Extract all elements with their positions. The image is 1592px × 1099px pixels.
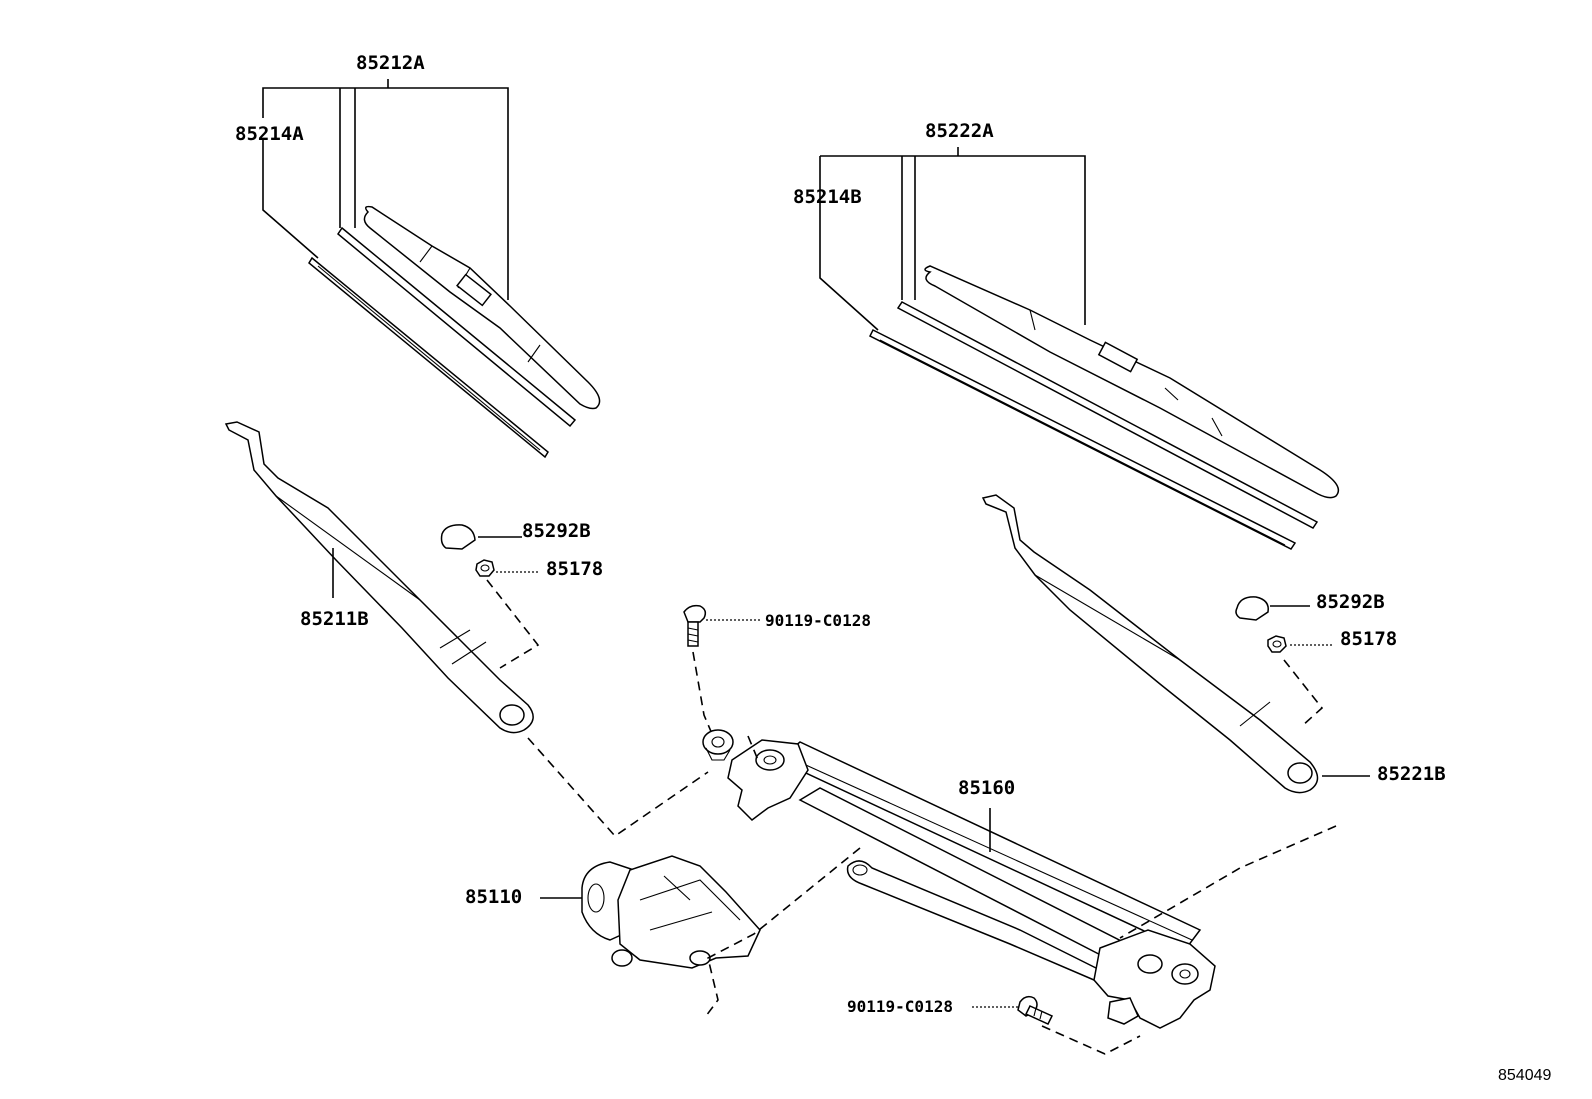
label-blade-insert-left: 85214A bbox=[235, 123, 304, 145]
blade-insert-left-leader bbox=[262, 140, 319, 259]
linkage bbox=[702, 729, 1216, 1029]
blade-left-adapter bbox=[456, 273, 492, 307]
diagram-id: 854049 bbox=[1498, 1067, 1551, 1084]
left-cap-nut-group bbox=[440, 524, 540, 669]
motor bbox=[581, 855, 761, 969]
assembly-dashed-lines bbox=[527, 735, 1337, 1055]
label-blade-insert-right: 85214B bbox=[793, 186, 862, 208]
label-arm-left: 85211B bbox=[300, 608, 369, 630]
blade-assy-left bbox=[363, 205, 601, 410]
blade-strip-right bbox=[896, 301, 1319, 529]
left-blade-group bbox=[262, 79, 601, 459]
motor-gearbox bbox=[617, 855, 761, 969]
arm-left bbox=[224, 421, 534, 734]
label-nut-right: 85178 bbox=[1340, 628, 1397, 650]
label-bolt-top: 90119-C0128 bbox=[765, 611, 871, 630]
label-cap-right: 85292B bbox=[1316, 591, 1385, 613]
blade-insert-right bbox=[868, 328, 1297, 550]
label-motor: 85110 bbox=[465, 886, 522, 908]
label-arm-right: 85221B bbox=[1377, 763, 1446, 785]
bolt-bottom bbox=[1017, 995, 1054, 1025]
blade-assy-right bbox=[924, 265, 1340, 499]
left-arm-group bbox=[224, 421, 534, 734]
right-arm-group bbox=[981, 494, 1370, 794]
blade-assy-right-leader bbox=[820, 155, 1086, 325]
cap-left bbox=[440, 524, 476, 550]
linkage-left-pivot bbox=[727, 739, 809, 821]
label-nut-left: 85178 bbox=[546, 558, 603, 580]
label-linkage: 85160 bbox=[958, 777, 1015, 799]
label-blade-assy-left: 85212A bbox=[356, 52, 425, 74]
bolt-top-group bbox=[683, 604, 760, 749]
right-cap-nut-group bbox=[1235, 596, 1332, 727]
right-blade-group bbox=[819, 147, 1340, 550]
blade-assy-left-leader bbox=[262, 87, 509, 300]
arm-right-pivot-hole bbox=[1287, 762, 1313, 784]
part-labels: 85212A 85214A 85222A 85214B 85292B 85178… bbox=[235, 52, 1551, 1084]
bolt-top bbox=[683, 604, 707, 647]
nut-right bbox=[1267, 635, 1287, 653]
label-cap-left: 85292B bbox=[522, 520, 591, 542]
arm-left-pivot-hole bbox=[499, 704, 525, 726]
nut-left bbox=[475, 559, 495, 577]
label-bolt-bottom: 90119-C0128 bbox=[847, 997, 953, 1016]
blade-insert-right-leader bbox=[819, 156, 879, 331]
motor-group bbox=[540, 855, 761, 969]
blade-strip-left bbox=[337, 226, 577, 428]
cap-right bbox=[1235, 596, 1269, 621]
blade-right-adapter bbox=[1097, 341, 1139, 373]
linkage-right-pivot bbox=[1093, 929, 1216, 1029]
label-blade-assy-right: 85222A bbox=[925, 120, 994, 142]
bolt-bottom-group bbox=[972, 995, 1054, 1025]
grommet-top bbox=[702, 729, 734, 761]
